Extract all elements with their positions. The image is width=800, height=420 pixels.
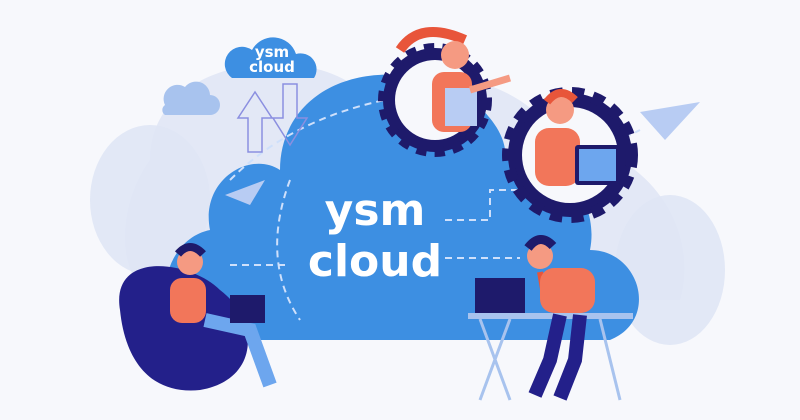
leaf-left-icon — [90, 125, 210, 275]
leaf-right-icon — [615, 195, 725, 345]
man-with-monitor-figure — [535, 89, 620, 186]
upload-arrow-icon — [236, 90, 274, 153]
laptop-icon — [230, 295, 265, 323]
main-cloud — [165, 74, 639, 340]
download-arrow-icon — [271, 83, 309, 147]
man-on-beanbag-figure — [119, 243, 277, 391]
man-at-desk-figure — [468, 235, 633, 401]
laptop-icon-2 — [475, 278, 525, 313]
desk — [468, 313, 633, 319]
beanbag — [119, 266, 248, 391]
small-logo-line1: ysm — [255, 43, 289, 61]
small-cloud-icon — [162, 81, 220, 115]
paper-plane-right-icon — [640, 102, 700, 140]
main-logo-line1: ysm — [325, 185, 426, 236]
main-logo-line2: cloud — [308, 236, 442, 287]
small-logo-cloud — [224, 37, 317, 78]
clipboard-icon — [445, 88, 477, 126]
woman-figure — [395, 27, 512, 132]
paper-plane-icon — [225, 180, 265, 205]
small-logo-line2: cloud — [249, 58, 295, 76]
